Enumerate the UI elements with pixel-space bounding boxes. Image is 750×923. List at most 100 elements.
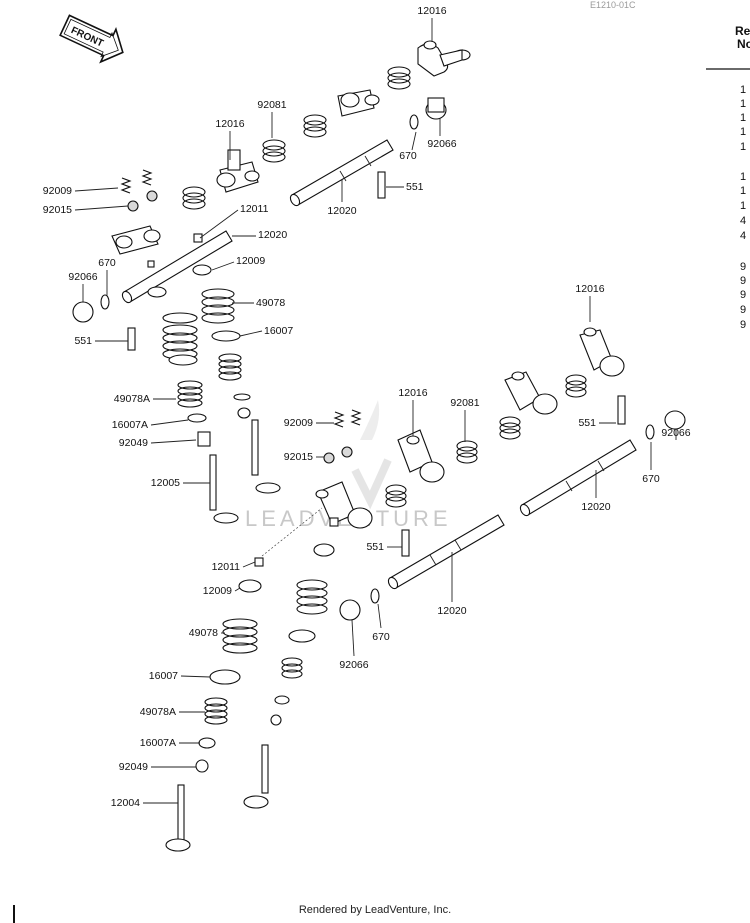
diagram-code: E1210-01C xyxy=(590,0,636,10)
callout-label[interactable]: 92066 xyxy=(427,138,456,150)
callout-label[interactable]: 16007A xyxy=(140,737,176,749)
callout-label[interactable]: 12011 xyxy=(240,203,269,215)
callout-label[interactable]: 12020 xyxy=(258,229,287,241)
ref-column-value: 9 xyxy=(740,261,746,273)
callout-label[interactable]: 551 xyxy=(406,181,424,193)
o-ring-upper xyxy=(409,114,419,130)
callout-label[interactable]: 92081 xyxy=(450,397,479,409)
valve-stack-lower-right xyxy=(243,543,335,809)
callout-label[interactable]: 92049 xyxy=(119,761,148,773)
callout-label[interactable]: 49078A xyxy=(140,706,176,718)
valve-stack-left xyxy=(147,286,239,524)
callout-label[interactable]: 16007 xyxy=(264,325,293,337)
callout-label[interactable]: 12005 xyxy=(151,477,180,489)
callout-label[interactable]: 12016 xyxy=(398,387,427,399)
rocker-shaft-lower-1 xyxy=(519,439,637,517)
watermark-logo xyxy=(351,400,392,510)
callout-label[interactable]: 670 xyxy=(642,473,660,485)
callout-label[interactable]: 12004 xyxy=(111,797,140,809)
pin-551-lower-mid xyxy=(401,529,410,557)
rocker-arm-left-lower xyxy=(111,225,161,255)
ref-column-value: 1 xyxy=(740,126,746,138)
callout-label[interactable]: 92081 xyxy=(257,99,286,111)
valve-stack-lower-left xyxy=(165,579,262,852)
callout-leader-line xyxy=(351,619,355,657)
callout-label[interactable]: 92015 xyxy=(284,451,313,463)
callout-label[interactable]: 12020 xyxy=(327,205,356,217)
callout-label[interactable]: 49078 xyxy=(256,297,285,309)
callout-label[interactable]: 12016 xyxy=(417,5,446,17)
ref-header-line1: Re xyxy=(735,24,750,38)
rocker-arm-top xyxy=(417,40,471,77)
ref-column-value: 9 xyxy=(740,304,746,316)
ref-column-value: 9 xyxy=(740,289,746,301)
upper-assembly xyxy=(72,40,471,524)
plug-lower xyxy=(339,599,361,621)
callout-leader-line xyxy=(199,209,239,239)
callout-label[interactable]: 49078A xyxy=(114,393,150,405)
callout-label[interactable]: 12016 xyxy=(215,118,244,130)
callout-label[interactable]: 12020 xyxy=(581,501,610,513)
callout-label[interactable]: 551 xyxy=(74,335,92,347)
callout-label[interactable]: 49078 xyxy=(189,627,218,639)
callout-label[interactable]: 551 xyxy=(578,417,596,429)
rocker-arm-lower-3 xyxy=(397,429,445,483)
callout-label[interactable]: 670 xyxy=(372,631,390,643)
rocker-shaft-lower-2 xyxy=(387,514,505,590)
callout-leader-line xyxy=(242,561,256,568)
o-ring-left xyxy=(100,294,110,310)
callout-leader-line xyxy=(74,205,129,211)
callout-label[interactable]: 12020 xyxy=(437,605,466,617)
rocker-arm-left-upper xyxy=(216,149,260,193)
callout-leader-line xyxy=(180,675,211,678)
ref-column-value: 1 xyxy=(740,141,746,153)
ref-column-value: 1 xyxy=(740,185,746,197)
ref-column-value: 1 xyxy=(740,98,746,110)
callout-label[interactable]: 12009 xyxy=(203,585,232,597)
ref-column-value: 1 xyxy=(740,200,746,212)
callout-label[interactable]: 670 xyxy=(98,257,116,269)
callout-label[interactable]: 92066 xyxy=(339,659,368,671)
plug-lower-right xyxy=(664,410,686,430)
front-arrow: FRONT xyxy=(59,14,124,64)
rocker-shaft-upper-2 xyxy=(121,230,233,304)
cotter-12011-right xyxy=(329,517,339,527)
ref-column-value: 1 xyxy=(740,84,746,96)
callout-label[interactable]: 92009 xyxy=(43,185,72,197)
callout-leader-line xyxy=(74,187,119,192)
plug-upper-body xyxy=(427,97,445,113)
o-ring-lower-right xyxy=(645,424,655,440)
callout-label[interactable]: 92049 xyxy=(119,437,148,449)
callout-label[interactable]: 670 xyxy=(399,150,417,162)
callout-leader-line xyxy=(211,261,235,271)
callout-label[interactable]: 16007A xyxy=(112,419,148,431)
rocker-arm-lower-4 xyxy=(315,481,373,529)
ref-column-value: 4 xyxy=(740,215,746,227)
rocker-arm-lower-2 xyxy=(504,371,558,415)
cotter-12011-left xyxy=(254,557,264,567)
callout-label[interactable]: 551 xyxy=(366,541,384,553)
spring-coils-lower xyxy=(323,374,587,508)
rocker-arm-lower-1 xyxy=(579,327,625,377)
o-ring-lower xyxy=(370,588,380,604)
callout-label[interactable]: 12009 xyxy=(236,255,265,267)
dashed-guide xyxy=(261,507,323,557)
pin-551-left xyxy=(127,327,136,351)
ref-column-value: 9 xyxy=(740,275,746,287)
callout-label[interactable]: 12016 xyxy=(575,283,604,295)
callout-label[interactable]: 92009 xyxy=(284,417,313,429)
callout-label[interactable]: 92015 xyxy=(43,204,72,216)
footer-credit: Rendered by LeadVenture, Inc. xyxy=(298,904,452,916)
ref-column-value: 1 xyxy=(740,112,746,124)
ref-column-value: 1 xyxy=(740,171,746,183)
rocker-arm-mid-upper xyxy=(337,89,380,117)
callout-leader-line xyxy=(150,439,197,444)
callout-label[interactable]: 16007 xyxy=(149,670,178,682)
callout-label[interactable]: 92066 xyxy=(68,271,97,283)
callout-label[interactable]: 12011 xyxy=(212,561,241,573)
ref-column-value: 9 xyxy=(740,319,746,331)
callout-label[interactable]: 92066 xyxy=(661,427,690,439)
